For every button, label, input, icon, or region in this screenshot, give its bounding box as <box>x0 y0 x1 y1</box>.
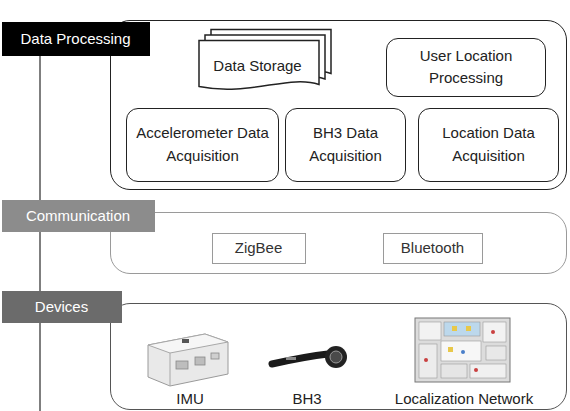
data-store-shape: Data Storage <box>198 28 332 92</box>
map-node <box>452 326 457 331</box>
protocol-box: ZigBee <box>212 233 306 264</box>
bh3-device <box>272 346 347 368</box>
layer-label: Devices <box>35 298 88 315</box>
layer-label: Communication <box>26 207 130 224</box>
document-sheet <box>199 40 319 89</box>
map-room <box>419 344 437 378</box>
layer-band: Data Storage User Location ProcessingAcce… <box>110 20 567 190</box>
layer-tab: Data Processing <box>2 22 150 56</box>
node-label: User Location Processing <box>396 45 536 90</box>
process-box: BH3 Data Acquisition <box>285 108 406 182</box>
imu-port <box>211 353 219 359</box>
spine-line <box>39 232 41 291</box>
map-outline <box>415 318 510 382</box>
bh3-module <box>325 346 347 368</box>
imu-edge <box>170 353 171 386</box>
layer-band: ZigBeeBluetoothCommunication <box>110 212 567 274</box>
node-label: ZigBee <box>235 237 283 260</box>
bh3-button <box>330 351 342 363</box>
imu-button <box>182 339 189 343</box>
layer-label: Data Processing <box>20 30 130 47</box>
node-label: Data Storage <box>213 57 301 74</box>
device-label: IMU <box>176 390 204 407</box>
document-text-area: Data Storage <box>198 44 318 88</box>
map-room <box>486 346 506 360</box>
layer-spine <box>39 56 41 411</box>
imu-port <box>176 361 188 369</box>
map-room <box>470 364 506 378</box>
layer-tab: Devices <box>2 291 122 323</box>
map-room <box>441 364 467 378</box>
process-box: Location Data Acquisition <box>418 108 559 182</box>
imu-case <box>148 334 228 386</box>
map-node <box>466 326 471 331</box>
map-room <box>419 322 441 340</box>
spine-line <box>39 323 41 411</box>
process-box: User Location Processing <box>386 38 546 97</box>
map-room <box>441 341 481 361</box>
process-box: Accelerometer Data Acquisition <box>126 108 279 182</box>
map-room <box>483 322 506 342</box>
localization-map <box>415 318 510 382</box>
map-room <box>444 322 480 336</box>
map-node <box>448 347 453 352</box>
bh3-strap <box>272 354 328 364</box>
imu-port <box>195 357 205 365</box>
node-label: Location Data Acquisition <box>428 122 549 167</box>
protocol-box: Bluetooth <box>383 233 483 264</box>
map-anchor <box>474 368 478 372</box>
node-label: BH3 Data Acquisition <box>295 122 396 167</box>
node-label: Accelerometer Data Acquisition <box>136 122 269 167</box>
map-anchor <box>424 358 428 362</box>
device-label: BH3 <box>292 390 321 407</box>
imu-top <box>148 334 228 353</box>
bh3-clip <box>286 357 296 360</box>
imu-device <box>148 334 228 386</box>
layer-tab: Communication <box>2 200 155 232</box>
node-label: Bluetooth <box>401 237 464 260</box>
spine-line <box>39 56 41 200</box>
map-anchor <box>461 350 465 354</box>
map-anchor <box>491 330 495 334</box>
device-label: Localization Network <box>395 390 533 407</box>
